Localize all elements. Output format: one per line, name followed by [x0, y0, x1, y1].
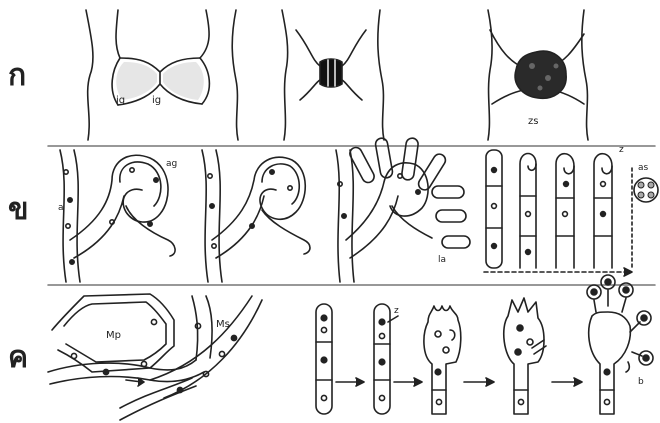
gametangia-fusion-panel [282, 10, 384, 140]
label-Ms: Ms [216, 319, 230, 330]
label-z-row2: z [619, 145, 624, 155]
label-la: la [438, 255, 446, 265]
ascus-development-sequence [316, 275, 653, 414]
label-z-row3: z [394, 306, 399, 316]
label-as: as [638, 163, 649, 173]
label-ag: ag [166, 159, 177, 169]
hyphal-coil-stage-2 [202, 150, 310, 282]
label-a: a [58, 203, 64, 213]
ascus-formation-sequence [484, 150, 658, 276]
label-ig-left: ig [116, 95, 125, 106]
label-ig-right: ig [152, 95, 161, 106]
hyphal-coil-stage-1 [60, 150, 175, 282]
mycelium-panel [48, 294, 262, 420]
label-Mp: Mp [106, 330, 121, 341]
isogametangia-panel [86, 10, 238, 140]
hyphal-coil-stage-3 [336, 137, 470, 282]
label-zs: zs [528, 116, 538, 127]
label-b: b [638, 377, 644, 387]
